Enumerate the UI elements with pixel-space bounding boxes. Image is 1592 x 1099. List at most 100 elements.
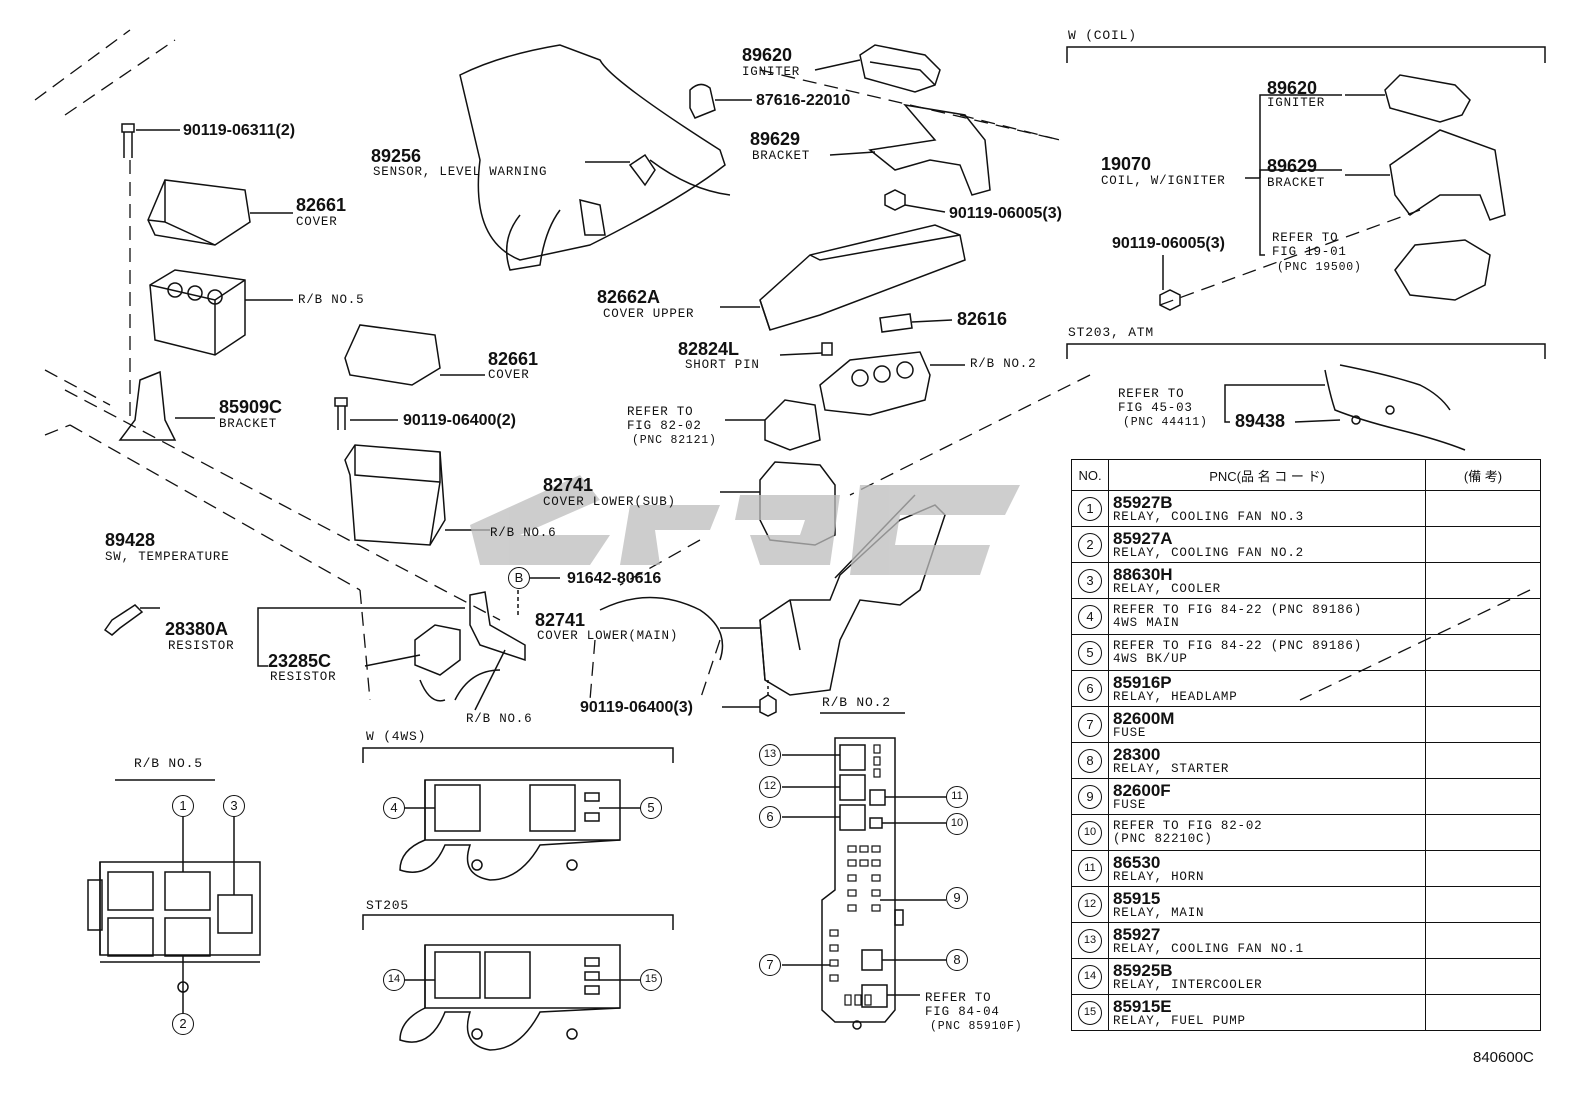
row-number-circle: 8 (1078, 748, 1102, 773)
cover-lower-sub-description: COVER LOWER(SUB) (543, 495, 676, 509)
coil-part-number: 19070 (1101, 154, 1152, 174)
pnc-code: 85915E (1113, 996, 1172, 1016)
row-number-cell: 7 (1071, 706, 1109, 743)
remarks-cell (1425, 670, 1541, 707)
pnc-code: 85927B (1113, 492, 1173, 512)
header-pnc: PNC(品 名 コ ー ド) (1108, 459, 1426, 491)
bolt-e-part-number: 90119-06005(3) (1112, 235, 1225, 252)
cover-upper-description: COVER UPPER (603, 307, 695, 321)
row-number-circle: 3 (1078, 568, 1102, 593)
pnc-code: 85915 (1113, 888, 1161, 908)
refer-84-04-line2: FIG 84-04 (925, 1005, 1000, 1019)
refer-82-02-line2: FIG 82-02 (627, 419, 702, 433)
pnc-description: FUSE (1113, 725, 1147, 740)
pnc-cell: REFER TO FIG 84-22 (PNC 89186)4WS BK/UP (1108, 634, 1426, 671)
bracket-b-description: BRACKET (1267, 176, 1326, 190)
row-number-circle: 4 (1078, 604, 1102, 629)
sensor-description: SENSOR, LEVEL WARNING (373, 165, 548, 179)
b-callout: B (508, 567, 530, 589)
row-number-circle: 6 (1078, 676, 1102, 701)
pnc-code: 82600M (1113, 708, 1175, 728)
bracket-description: BRACKET (219, 417, 278, 431)
pnc-description: RELAY, INTERCOOLER (1113, 977, 1263, 992)
st205-title: ST205 (366, 898, 410, 913)
pnc-description: FUSE (1113, 797, 1147, 812)
callout-3: 3 (223, 795, 245, 817)
refer-84-04-line1: REFER TO (925, 991, 992, 1005)
pnc-description-2: (PNC 82210C) (1113, 831, 1213, 846)
callout-13: 13 (759, 744, 781, 766)
callout-9: 9 (946, 887, 968, 909)
relay-block-6-label-b: R/B NO.6 (466, 712, 533, 726)
pnc-code: 85916P (1113, 672, 1172, 692)
header-remarks: (備 考) (1425, 459, 1541, 491)
cover-lower-main-description: COVER LOWER(MAIN) (537, 629, 679, 643)
callout-4: 4 (383, 797, 405, 819)
row-number-cell: 8 (1071, 742, 1109, 779)
refer-45-03-line3: (PNC 44411) (1123, 416, 1208, 429)
resistor-c-part-number: 23285C (268, 651, 332, 671)
callout-10: 10 (946, 813, 968, 835)
pnc-description-2: 4WS MAIN (1113, 615, 1180, 630)
remarks-cell (1425, 922, 1541, 959)
remarks-cell (1425, 994, 1541, 1031)
w-4ws-title: W (4WS) (366, 729, 427, 744)
row-number-circle: 2 (1078, 532, 1102, 557)
refer-19-01-line1: REFER TO (1272, 231, 1339, 245)
pnc-description: REFER TO FIG 84-22 (PNC 89186) (1113, 602, 1363, 617)
row-number-cell: 4 (1071, 598, 1109, 635)
pnc-description: RELAY, COOLER (1113, 581, 1221, 596)
pnc-cell: REFER TO FIG 82-02(PNC 82210C) (1108, 814, 1426, 851)
short-pin-description: SHORT PIN (685, 358, 760, 372)
pnc-description: RELAY, COOLING FAN NO.1 (1113, 941, 1304, 956)
resistor-c-description: RESISTOR (270, 670, 337, 684)
relay-block-6-label: R/B NO.6 (490, 526, 557, 540)
refer-82-02-line1: REFER TO (627, 405, 694, 419)
table-row: 4 REFER TO FIG 84-22 (PNC 89186)4WS MAIN (1071, 598, 1541, 635)
row-number-cell: 11 (1071, 850, 1109, 887)
rb-no5-detail-title: R/B NO.5 (134, 756, 203, 771)
pnc-description: RELAY, COOLING FAN NO.2 (1113, 545, 1304, 560)
callout-6: 6 (759, 806, 781, 828)
pnc-description: RELAY, HORN (1113, 869, 1205, 884)
refer-45-03-line1: REFER TO (1118, 387, 1185, 401)
igniter-b-description: IGNITER (1267, 96, 1326, 110)
row-number-circle: 5 (1078, 640, 1102, 665)
pnc-description: RELAY, HEADLAMP (1113, 689, 1238, 704)
temp-switch-description: SW, TEMPERATURE (105, 550, 230, 564)
remarks-cell (1425, 490, 1541, 527)
bracket-b-part-number: 89629 (1267, 156, 1318, 176)
remarks-cell (1425, 526, 1541, 563)
row-number-circle: 12 (1078, 892, 1102, 917)
terminal-part-number: 82616 (957, 309, 1008, 329)
remarks-cell (1425, 634, 1541, 671)
row-number-cell: 15 (1071, 994, 1109, 1031)
row-number-cell: 9 (1071, 778, 1109, 815)
callout-2: 2 (172, 1013, 194, 1035)
remarks-cell (1425, 562, 1541, 599)
bracket-a-description: BRACKET (752, 149, 811, 163)
sensor-part-number: 89256 (371, 146, 422, 166)
pnc-code: 85925B (1113, 960, 1173, 980)
row-number-circle: 10 (1078, 820, 1102, 845)
pnc-code: 88630H (1113, 564, 1173, 584)
pnc-description: REFER TO FIG 82-02 (1113, 818, 1263, 833)
callout-5: 5 (640, 797, 662, 819)
pnc-description: RELAY, STARTER (1113, 761, 1230, 776)
